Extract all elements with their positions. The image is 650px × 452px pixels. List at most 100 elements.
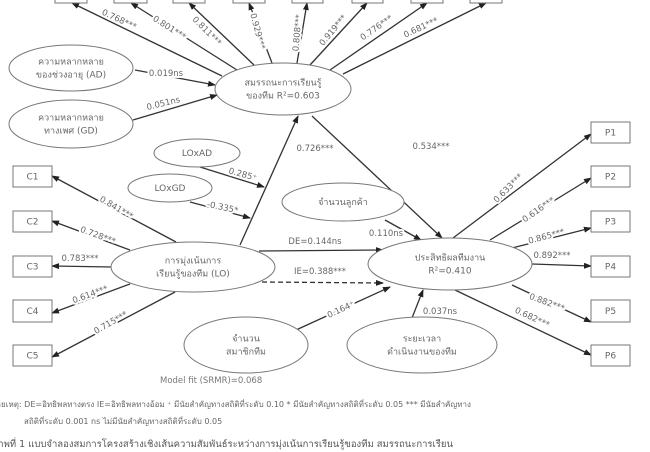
latent-variable-ellipse — [8, 99, 134, 149]
indicator-box — [590, 210, 631, 233]
node-label: ของช่วงอายุ (AD) — [36, 71, 106, 81]
path-coefficient-tp-p1: 0.633*** — [492, 172, 525, 205]
node-label: P5 — [605, 307, 616, 317]
latent-variable-ellipse — [281, 182, 405, 222]
indicator-box — [590, 299, 631, 323]
path-arrow-lc-t4 — [248, 2, 273, 64]
node-label: ความหลากหลาย — [38, 114, 104, 124]
node-t3 — [172, 0, 206, 4]
path-arrow-lc-tp — [311, 115, 443, 239]
node-c1: C1 — [12, 165, 53, 188]
node-label: LOxAD — [182, 149, 212, 159]
path-coefficient-lc-t6: 0.919*** — [318, 13, 350, 48]
node-t7 — [410, 0, 444, 4]
footnote-line-2: สถิติที่ระดับ 0.001 ns ไม่มีนัยสำคัญทางส… — [24, 417, 223, 426]
node-label: ดำเนินงานของทีม — [387, 347, 457, 358]
node-label: สมาชิกทีม — [226, 347, 266, 358]
node-label: P3 — [605, 218, 616, 228]
indicator-box — [12, 210, 53, 233]
path-arrow-mem-tp — [295, 286, 391, 331]
path-coefficient-lc-t2: 0.801*** — [151, 14, 188, 42]
path-arrow-cust-tp — [384, 219, 422, 241]
path-coefficient-lo-c1: 0.841*** — [97, 195, 134, 222]
node-label: C4 — [26, 307, 38, 317]
path-arrow-ad-lc — [134, 69, 216, 87]
indicator-box — [590, 121, 631, 144]
node-label: C1 — [26, 173, 38, 183]
indicator-box — [351, 0, 384, 4]
path-arrow-lo-c3 — [51, 263, 113, 270]
latent-variable-ellipse — [346, 316, 498, 374]
indicator-box — [590, 165, 631, 188]
path-arrow-tp-p5 — [511, 284, 592, 323]
path-coefficient-tp-p2: 0.616*** — [521, 196, 557, 225]
node-label: C2 — [26, 218, 38, 228]
node-label: C5 — [26, 352, 38, 362]
latent-variable-ellipse — [153, 138, 241, 168]
latent-variable-ellipse — [367, 237, 533, 291]
path-coefficient-mem-tp: 0.164⁺ — [326, 300, 356, 321]
path-arrow-tp-p3 — [511, 226, 592, 249]
node-p5: P5 — [590, 299, 631, 323]
latent-variable-ellipse — [110, 241, 276, 293]
path-arrow-lc-t6 — [309, 2, 368, 66]
latent-variable-ellipse — [214, 62, 352, 116]
node-label: P1 — [605, 129, 616, 139]
path-arrow-gd-lc — [132, 94, 218, 121]
path-arrow-loxad — [199, 166, 265, 188]
path-coefficient-loxad: 0.285⁺ — [227, 167, 257, 184]
path-coefficient-lo-c4: 0.614*** — [71, 284, 109, 306]
path-coefficient-lc-t1: 0.768*** — [100, 8, 138, 33]
path-arrow-lc-t2 — [130, 2, 238, 71]
path-arrow-lo-c1 — [51, 175, 177, 243]
node-t5 — [291, 0, 324, 4]
path-arrow-tp-p6 — [454, 289, 592, 356]
path-arrow-tp-p4 — [531, 262, 592, 269]
path-coefficient-lc-t4: 0.929*** — [247, 12, 266, 50]
node-label: ประสิทธิผลทีมงาน — [415, 253, 486, 264]
latent-variable-ellipse — [8, 44, 134, 92]
node-c2: C2 — [12, 210, 53, 233]
node-label: จำนวน — [232, 334, 260, 345]
path-coefficient-lo-tp-ie: IE=0.388*** — [294, 267, 346, 277]
path-arrow-lc-t7 — [329, 2, 428, 71]
node-loxgd: LOxGD — [127, 173, 213, 203]
node-label: R²=0.410 — [428, 267, 471, 277]
node-label: ของทีม R²=0.603 — [246, 91, 320, 102]
node-t2 — [113, 0, 148, 4]
node-label: P4 — [605, 263, 616, 273]
indicator-box — [291, 0, 324, 4]
path-arrow-lc-t5 — [296, 2, 309, 64]
path-arrow-lo-lc — [239, 115, 299, 246]
node-tp: ประสิทธิผลทีมงาน R²=0.410 — [367, 237, 533, 291]
footnote: หมายเหตุ: DE=อิทธิพลทางตรง IE=อิทธิพลทาง… — [0, 396, 471, 430]
path-arrow-lo-c5 — [51, 291, 176, 358]
path-arrow-loxgd — [189, 201, 251, 220]
path-coefficient-lo-tp-de: DE=0.144ns — [288, 237, 342, 247]
node-c4: C4 — [12, 299, 53, 323]
node-label: P6 — [605, 352, 616, 362]
indicator-box — [590, 255, 631, 278]
node-p1: P1 — [590, 121, 631, 144]
node-p3: P3 — [590, 210, 631, 233]
path-arrow-lc-t1 — [71, 2, 223, 77]
node-label: การมุ่งเน้นการ — [165, 256, 222, 267]
node-lc: สมรรถนะการเรียนรู้ของทีม R²=0.603 — [214, 62, 352, 116]
node-label: เรียนรู้ของทีม (LO) — [156, 269, 230, 280]
path-coefficient-loxgd: -0.335* — [206, 200, 239, 216]
indicator-box — [410, 0, 444, 4]
latent-variable-ellipse — [127, 173, 213, 203]
node-label: P2 — [605, 173, 616, 183]
path-coefficient-lo-c2: 0.728*** — [79, 225, 117, 247]
node-p6: P6 — [590, 344, 631, 367]
path-arrow-lo-tp-ie — [261, 279, 384, 286]
node-t4 — [232, 0, 266, 4]
path-arrow-lc-t8 — [342, 2, 487, 75]
indicator-box — [113, 0, 148, 4]
node-p4: P4 — [590, 255, 631, 278]
node-t1 — [54, 0, 88, 4]
node-label: LOxGD — [154, 184, 185, 194]
